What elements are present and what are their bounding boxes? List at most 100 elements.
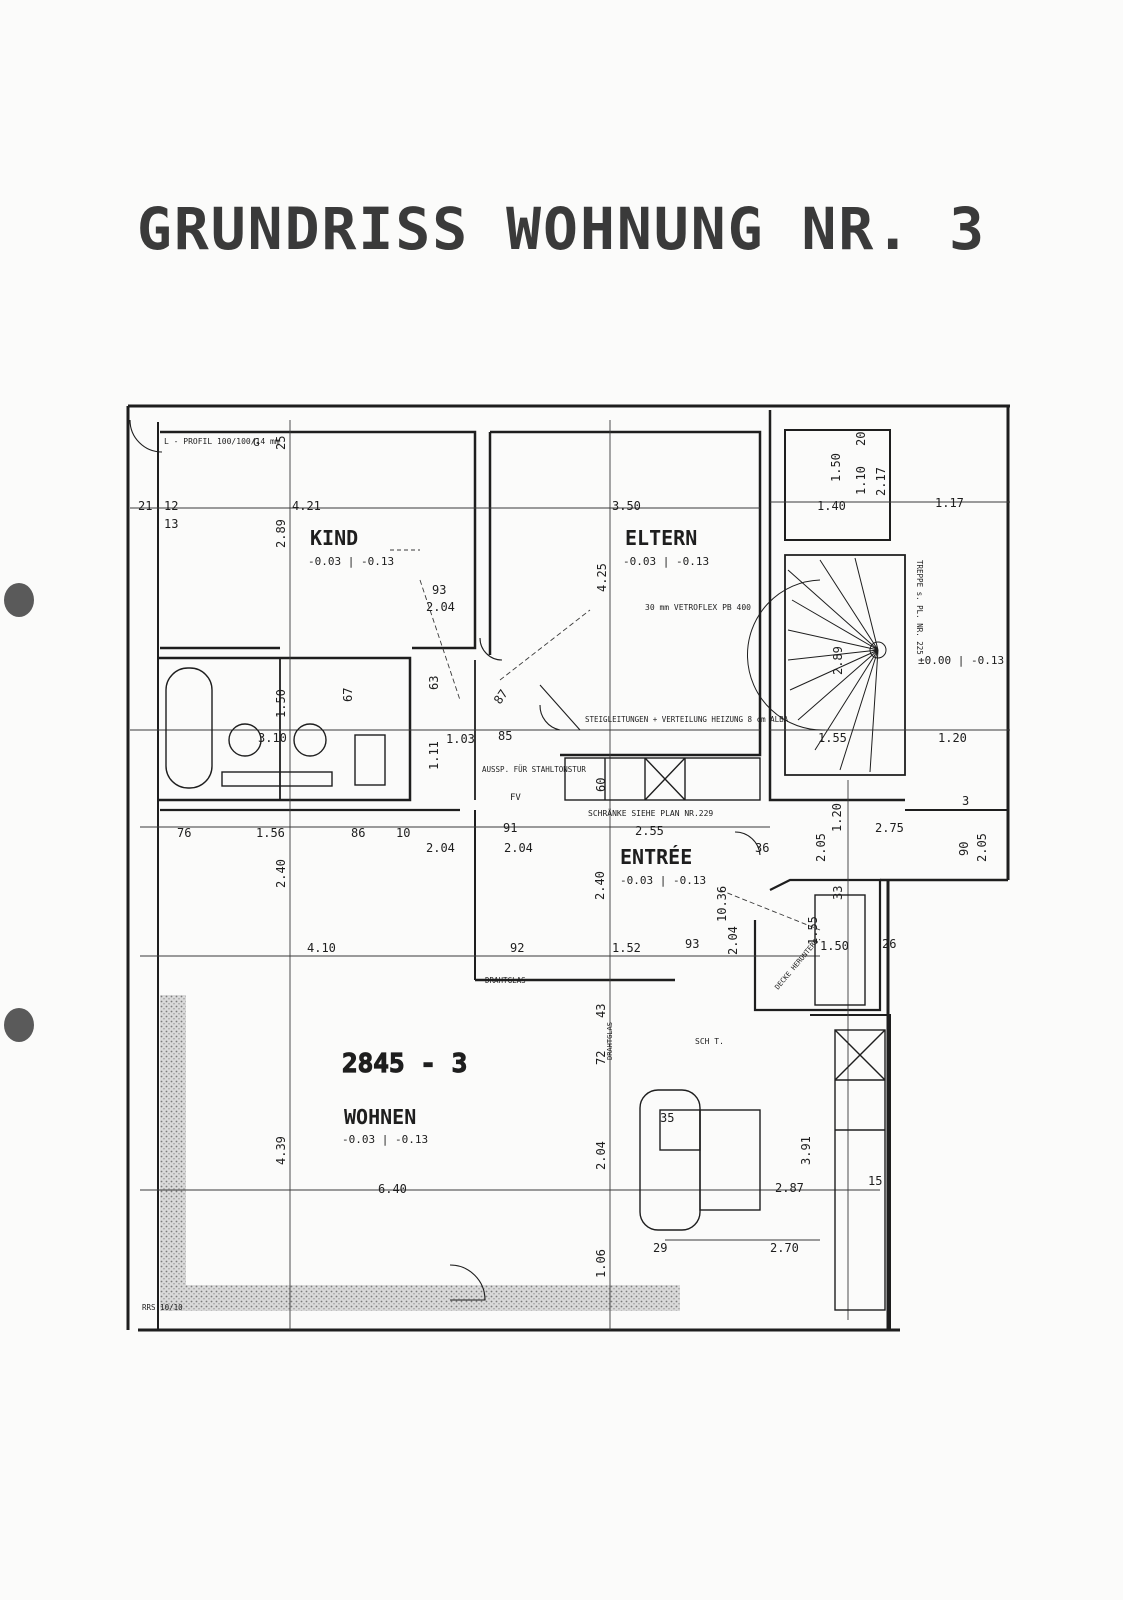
room-label-kind: KIND: [310, 526, 358, 550]
dim: 2.70: [770, 1241, 799, 1255]
wall-stair-box: [784, 429, 891, 541]
dim: 86: [351, 826, 365, 840]
dim: 2.04: [504, 841, 533, 855]
dim: FV: [510, 793, 521, 803]
dim: 85: [498, 729, 512, 743]
room-label-entree: ENTRÉE: [620, 845, 692, 869]
room-level-eltern: -0.03 | -0.13: [623, 555, 709, 568]
dim: 1.11: [427, 741, 441, 770]
dim: 63: [427, 676, 441, 690]
dim: 33: [831, 886, 845, 900]
dimension-labels: 4.21 2.89 3.50 4.25 1.50 1.10 2.17 1.40 …: [138, 432, 989, 1278]
dim: 2.05: [975, 833, 989, 862]
dim: 1.50: [274, 689, 288, 718]
sink-right: [293, 723, 327, 757]
dim: 3.91: [799, 1136, 813, 1165]
dim: 2.89: [831, 646, 845, 675]
dim: 1.10: [854, 466, 868, 495]
dim: 15: [868, 1174, 882, 1188]
room-label-eltern: ELTERN: [625, 526, 697, 550]
dim: 4.25: [595, 563, 609, 592]
dim: 43: [594, 1004, 608, 1018]
note-rohr: RRS 10/10: [142, 1303, 183, 1312]
dim: 1.50: [820, 939, 849, 953]
dim: 67: [341, 688, 355, 702]
spiral-stair: [746, 557, 887, 773]
hatch-south: [160, 1285, 680, 1311]
dim: 4.10: [307, 941, 336, 955]
dim: 35: [660, 1111, 674, 1125]
wardrobe: [564, 757, 761, 801]
dim: 13: [164, 517, 178, 531]
dim: 2.55: [635, 824, 664, 838]
dim: 3.50: [612, 499, 641, 513]
punch-hole-bottom: [4, 1008, 34, 1042]
dim: 1.40: [817, 499, 846, 513]
wall-bad: [158, 656, 412, 802]
dim: 3.10: [258, 731, 287, 745]
dim: 93: [432, 583, 446, 597]
wall-lobby: [753, 878, 882, 1012]
note-sch: SCH T.: [695, 1037, 724, 1046]
dim: 2.04: [426, 841, 455, 855]
dim: 1.20: [830, 803, 844, 832]
wall-stair-lower: [784, 554, 906, 776]
dim: 76: [177, 826, 191, 840]
dim: 2.04: [426, 600, 455, 614]
dim: 10.36: [715, 886, 729, 922]
dim: 2.04: [726, 926, 740, 955]
note-aussparung: AUSSP. FÜR STAHLTONSTUR: [482, 765, 586, 774]
dim: 60: [594, 778, 608, 792]
punch-hole-top: [4, 583, 34, 617]
dim: 1.55: [818, 731, 847, 745]
dim: 72: [594, 1051, 608, 1065]
counter: [834, 1029, 886, 1311]
room-level-treppe: ±0.00 | -0.13: [918, 654, 1004, 667]
dim: 1.20: [938, 731, 967, 745]
dim: 90: [957, 842, 971, 856]
dim: 1.52: [612, 941, 641, 955]
dim: 36: [755, 841, 769, 855]
vanity: [221, 771, 333, 787]
dim: 2.05: [814, 833, 828, 862]
dim: 20: [854, 432, 868, 446]
fridge-box: [814, 894, 866, 1006]
dim: 2.04: [594, 1141, 608, 1170]
wc-fixture: [354, 734, 386, 786]
dim: 92: [510, 941, 524, 955]
apartment-number: 2845 - 3: [342, 1049, 467, 1079]
dim: 10: [396, 826, 410, 840]
room-level-entree: -0.03 | -0.13: [620, 874, 706, 887]
dim: 25: [274, 436, 288, 450]
dim: 1.03: [446, 732, 475, 746]
note-schraenke: SCHRÄNKE SIEHE PLAN NR.229: [588, 808, 713, 818]
room-labels: KIND -0.03 | -0.13 ELTERN -0.03 | -0.13 …: [308, 526, 1004, 1146]
dim: 1.55: [806, 916, 820, 945]
notes: L - PROFIL 100/100/14 mm 30 mm VETROFLEX…: [142, 437, 924, 1312]
note-steigleitungen: STEIGLEITUNGEN + VERTEILUNG HEIZUNG 8 cm…: [585, 715, 789, 724]
hatch-strip: [160, 995, 680, 1311]
dim: 1.17: [935, 496, 964, 510]
room-level-kind: -0.03 | -0.13: [308, 555, 394, 568]
door-swings: [129, 419, 761, 1301]
dim: 2.40: [593, 871, 607, 900]
note-profil: L - PROFIL 100/100/14 mm: [164, 437, 280, 446]
dim: 87: [491, 687, 511, 707]
wall-kind: [160, 430, 477, 650]
note-drahtglas-1: DRAHTGLAS: [485, 976, 526, 985]
walls: [126, 404, 1010, 1332]
sink-left: [228, 723, 262, 757]
wall-stair: [768, 410, 905, 802]
note-vetroflex: 30 mm VETROFLEX PB 400: [645, 603, 751, 612]
note-drahtglas-2: DRAHTGLAS: [606, 1022, 614, 1060]
dim: 4.39: [274, 1136, 288, 1165]
dim: 1.50: [829, 453, 843, 482]
hatch-west: [160, 995, 186, 1295]
dim: 2.89: [274, 519, 288, 548]
bathtub: [165, 667, 213, 789]
dim: 93: [685, 937, 699, 951]
dim: 2.87: [775, 1181, 804, 1195]
dim: 21: [138, 499, 152, 513]
fixtures: [165, 667, 886, 1311]
dim: 12: [164, 499, 178, 513]
